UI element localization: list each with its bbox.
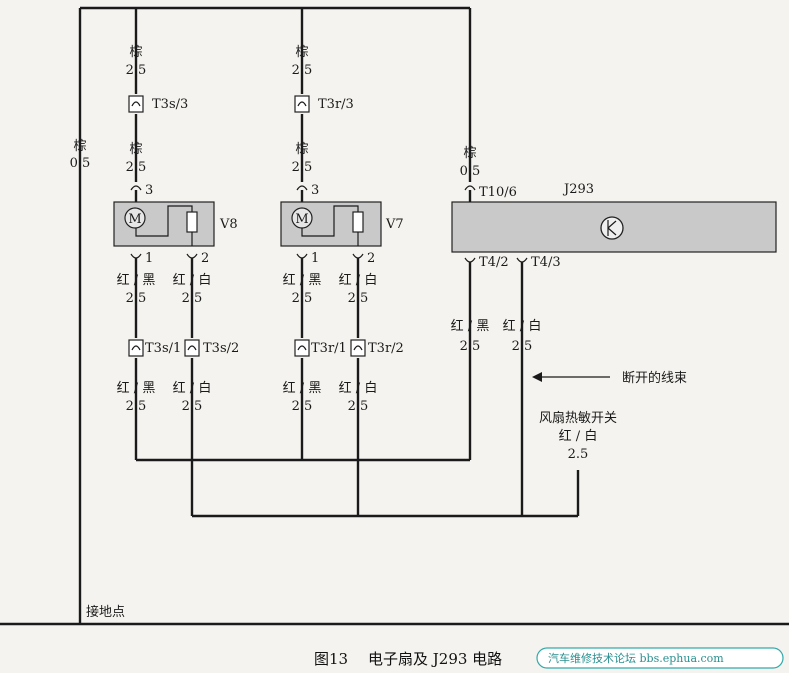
t106-terminal xyxy=(464,185,476,191)
v8-low2-gauge: 2.5 xyxy=(182,399,203,414)
v7-p1-gauge: 2.5 xyxy=(292,291,313,306)
connector-t3r2 xyxy=(350,339,366,357)
v7-upper-gauge: 2.5 xyxy=(292,63,313,78)
v8-p2-gauge: 2.5 xyxy=(182,291,203,306)
v8-pin2: 2 xyxy=(201,251,209,266)
v8-pin3: 3 xyxy=(145,183,153,198)
v8-low2-color: 红 / 白 xyxy=(173,380,212,396)
v7-low2-gauge: 2.5 xyxy=(348,399,369,414)
v8-lower-gauge: 2.5 xyxy=(126,160,147,175)
v7-p2-color: 红 / 白 xyxy=(339,272,378,288)
v8-upper-gauge: 2.5 xyxy=(126,63,147,78)
v8-low1-color: 红 / 黑 xyxy=(117,380,156,396)
label-t3s2: T3s/2 xyxy=(203,341,239,356)
v7-low1-color: 红 / 黑 xyxy=(283,380,322,396)
t43-gauge: 2.5 xyxy=(512,339,533,354)
v7-pin3-terminal xyxy=(296,185,308,191)
label-t3r2: T3r/2 xyxy=(368,341,404,356)
v8-p1-gauge: 2.5 xyxy=(126,291,147,306)
label-ground-gauge: 0.5 xyxy=(70,156,91,171)
v7-pin1: 1 xyxy=(311,251,319,266)
label-t3s1: T3s/1 xyxy=(145,341,181,356)
v8-p1-color: 红 / 黑 xyxy=(117,272,156,288)
label-ground-color: 棕 xyxy=(73,139,86,154)
svg-text:M: M xyxy=(128,212,141,227)
connector-t3s3 xyxy=(128,95,144,113)
motor-symbol-v8: M xyxy=(124,207,146,229)
connector-t3s1 xyxy=(128,339,144,357)
svg-text:汽车维修技术论坛 bbs.ephua.com: 汽车维修技术论坛 bbs.ephua.com xyxy=(548,651,724,665)
v8-low1-gauge: 2.5 xyxy=(126,399,147,414)
v7-pin3: 3 xyxy=(311,183,319,198)
figure-number: 图13 xyxy=(314,650,348,668)
v8-lower-color: 棕 xyxy=(129,142,142,157)
svg-text:M: M xyxy=(295,212,308,227)
watermark-badge: 汽车维修技术论坛 bbs.ephua.com xyxy=(536,647,784,669)
v7-resistor xyxy=(352,211,364,233)
label-t3s3: T3s/3 xyxy=(152,97,188,112)
motor-symbol-v7: M xyxy=(291,207,313,229)
v7-lower-color: 棕 xyxy=(295,142,308,157)
t42-color: 红 / 黑 xyxy=(451,318,490,334)
connector-t3s2 xyxy=(184,339,200,357)
v7-low2-color: 红 / 白 xyxy=(339,380,378,396)
label-ground-point: 接地点 xyxy=(86,604,125,620)
v7-p1-color: 红 / 黑 xyxy=(283,272,322,288)
thermo-switch-color: 红 / 白 xyxy=(559,428,598,444)
t43-color: 红 / 白 xyxy=(503,318,542,334)
label-v8: V8 xyxy=(219,217,238,232)
label-j293: J293 xyxy=(562,182,594,197)
j293-feed-gauge: 0.5 xyxy=(460,164,481,179)
label-v7: V7 xyxy=(385,217,404,232)
label-t106: T10/6 xyxy=(479,185,517,200)
label-t43: T4/3 xyxy=(531,255,561,270)
arrow-left-icon xyxy=(532,372,610,382)
label-broken-harness: 断开的线束 xyxy=(622,370,687,386)
label-t3r1: T3r/1 xyxy=(311,341,347,356)
label-t3r3: T3r/3 xyxy=(318,97,354,112)
v7-low1-gauge: 2.5 xyxy=(292,399,313,414)
label-t42: T4/2 xyxy=(479,255,509,270)
v8-upper-color: 棕 xyxy=(129,45,142,60)
relay-symbol-icon xyxy=(600,216,624,240)
v7-p2-gauge: 2.5 xyxy=(348,291,369,306)
v8-pin3-terminal xyxy=(130,185,142,191)
t42-gauge: 2.5 xyxy=(460,339,481,354)
thermo-switch-gauge: 2.5 xyxy=(568,447,589,462)
v7-lower-gauge: 2.5 xyxy=(292,160,313,175)
v8-pin1: 1 xyxy=(145,251,153,266)
figure-title: 电子扇及 J293 电路 xyxy=(368,650,502,668)
v7-pin2: 2 xyxy=(367,251,375,266)
connector-t3r3 xyxy=(294,95,310,113)
j293-feed-color: 棕 xyxy=(463,146,476,161)
v8-resistor xyxy=(186,211,198,233)
connector-t3r1 xyxy=(294,339,310,357)
v8-p2-color: 红 / 白 xyxy=(173,272,212,288)
label-fan-thermo-switch: 风扇热敏开关 xyxy=(539,410,617,426)
v7-upper-color: 棕 xyxy=(295,45,308,60)
